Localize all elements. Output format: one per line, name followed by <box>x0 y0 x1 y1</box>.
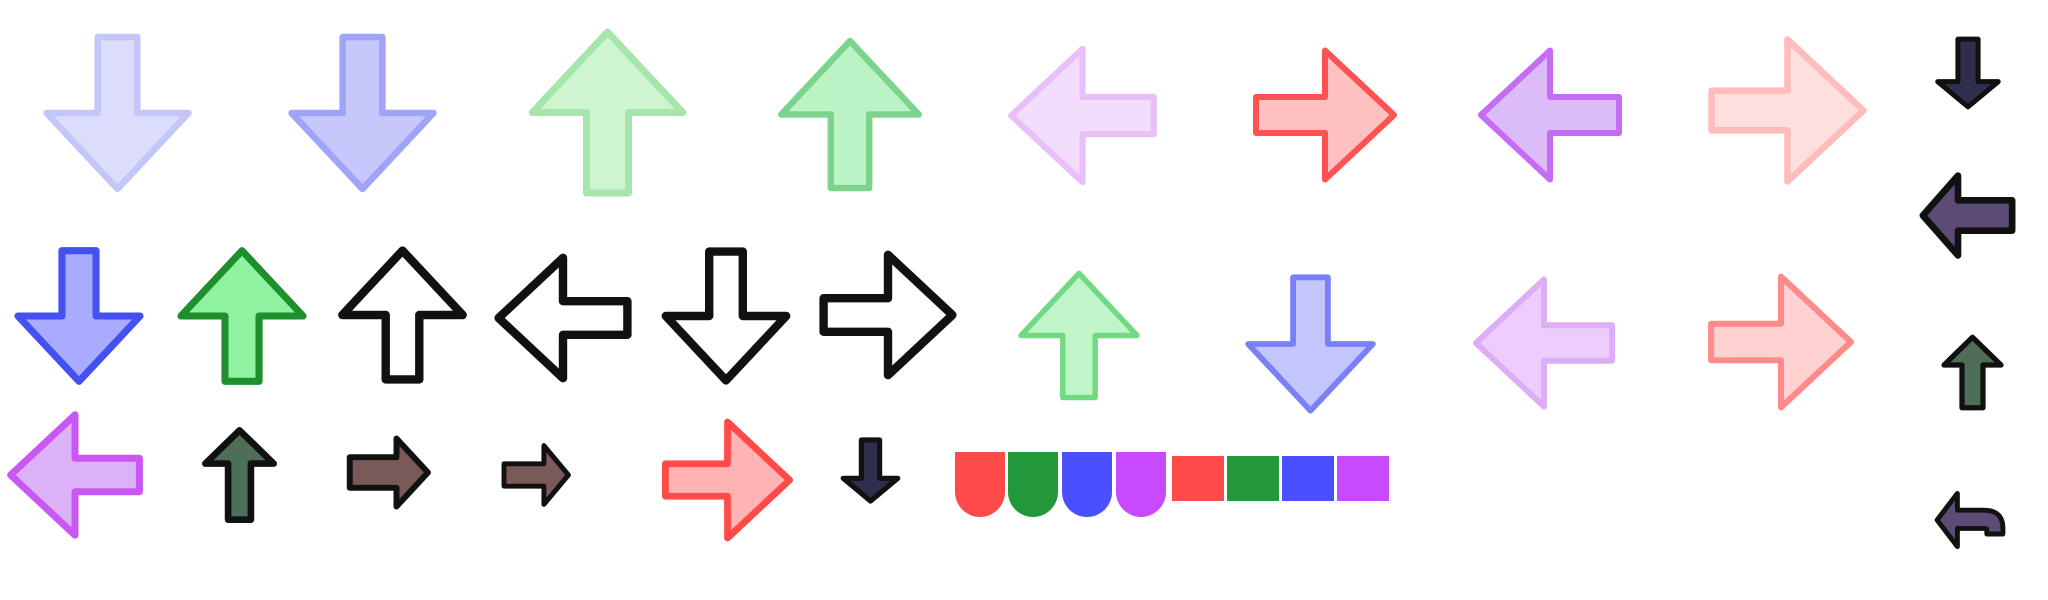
arrow-down-icon <box>1238 270 1383 418</box>
thin-arrow-up-icon <box>192 410 287 540</box>
arrow-left-icon <box>1005 38 1160 193</box>
arrow-down-icon <box>5 245 153 387</box>
hold-cap-green <box>1008 452 1058 517</box>
arrow-up-outline-icon <box>330 245 475 385</box>
arrow-right-icon <box>1705 28 1870 193</box>
hold-cap-purple <box>1116 452 1166 517</box>
arrow-up-icon <box>1005 268 1153 403</box>
curved-arrow-left-icon <box>1905 485 2035 555</box>
arrow-down-icon <box>280 28 445 198</box>
hold-piece-green <box>1227 456 1279 501</box>
arrow-right-icon <box>660 410 795 550</box>
arrow-right-icon <box>1250 40 1400 190</box>
arrow-left-icon <box>1475 40 1625 190</box>
arrow-down-icon <box>35 28 200 198</box>
arrow-left-outline-icon <box>493 248 633 388</box>
thin-arrow-right-icon <box>478 440 593 510</box>
arrow-up-icon <box>520 25 695 200</box>
arrow-right-outline-icon <box>818 245 958 385</box>
arrow-left-icon <box>1470 268 1618 418</box>
arrow-up-icon <box>168 245 316 387</box>
hold-piece-blue <box>1282 456 1334 501</box>
thin-arrow-down-icon <box>1932 8 2004 138</box>
thin-arrow-right-icon <box>328 430 448 515</box>
thin-arrow-left-icon <box>1905 168 2030 263</box>
hold-cap-blue <box>1062 452 1112 517</box>
arrow-down-outline-icon <box>652 246 800 386</box>
hold-piece-purple <box>1337 456 1389 501</box>
arrow-right-icon <box>1705 266 1857 418</box>
arrow-up-icon <box>770 32 930 197</box>
hold-cap-red <box>955 452 1005 517</box>
thin-arrow-up-icon <box>1935 310 2010 435</box>
arrow-left-icon <box>5 405 145 545</box>
hold-piece-red <box>1172 456 1224 501</box>
thin-arrow-down-icon <box>838 408 903 533</box>
